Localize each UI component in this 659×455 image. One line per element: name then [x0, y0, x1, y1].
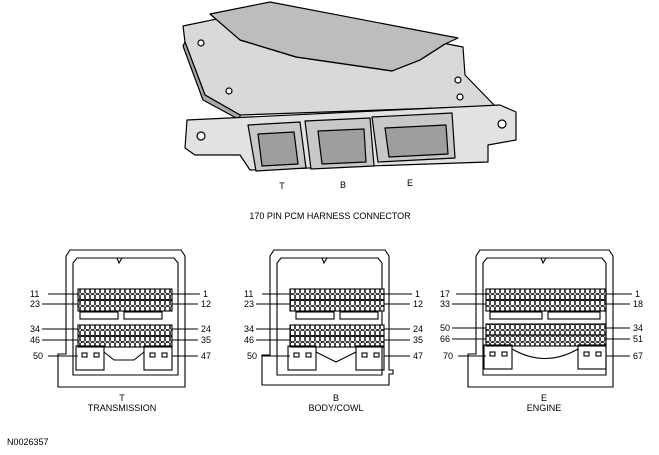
b-pin-24: 24	[413, 324, 423, 334]
t-pin-24: 24	[201, 324, 211, 334]
e-pin-51: 51	[633, 334, 643, 344]
b-pin-1: 1	[415, 289, 420, 299]
connector-b	[256, 249, 412, 386]
t-pin-11: 11	[30, 289, 39, 299]
t-pin-23: 23	[30, 299, 40, 309]
module-label-e: E	[407, 178, 413, 188]
e-pin-70: 70	[443, 351, 453, 361]
e-letter: E	[541, 393, 547, 403]
b-pin-34: 34	[244, 324, 254, 334]
b-name: BODY/COWL	[308, 403, 363, 413]
e-pin-34: 34	[633, 323, 643, 333]
b-pin-11: 11	[244, 289, 253, 299]
b-pin-12: 12	[413, 299, 423, 309]
e-pin-50: 50	[440, 323, 450, 333]
e-pin-66: 66	[440, 334, 450, 344]
b-pin-46: 46	[244, 335, 254, 345]
module-label-b: B	[340, 180, 346, 190]
connector-e	[452, 249, 632, 388]
b-pin-50: 50	[247, 351, 257, 361]
b-pin-35: 35	[413, 335, 423, 345]
e-name: ENGINE	[527, 403, 562, 413]
e-pin-18: 18	[633, 299, 643, 309]
t-letter: T	[119, 393, 125, 403]
module-caption: 170 PIN PCM HARNESS CONNECTOR	[249, 211, 411, 221]
t-pin-50: 50	[33, 351, 43, 361]
e-pin-17: 17	[440, 289, 450, 299]
t-pin-46: 46	[30, 335, 40, 345]
t-pin-1: 1	[203, 289, 208, 299]
e-pin-33: 33	[440, 299, 450, 309]
module-label-t: T	[279, 181, 285, 191]
t-pin-35: 35	[201, 335, 211, 345]
b-pin-23: 23	[244, 299, 254, 309]
b-pin-47: 47	[413, 351, 423, 361]
t-pin-34: 34	[30, 324, 40, 334]
e-pin-1: 1	[635, 289, 640, 299]
b-letter: B	[333, 393, 339, 403]
figure-id: N0026357	[7, 437, 49, 447]
connector-t	[42, 249, 200, 388]
t-pin-47: 47	[201, 351, 211, 361]
e-pin-67: 67	[633, 351, 643, 361]
t-pin-12: 12	[201, 299, 211, 309]
pcm-module	[182, 1, 517, 172]
t-name: TRANSMISSION	[88, 403, 157, 413]
